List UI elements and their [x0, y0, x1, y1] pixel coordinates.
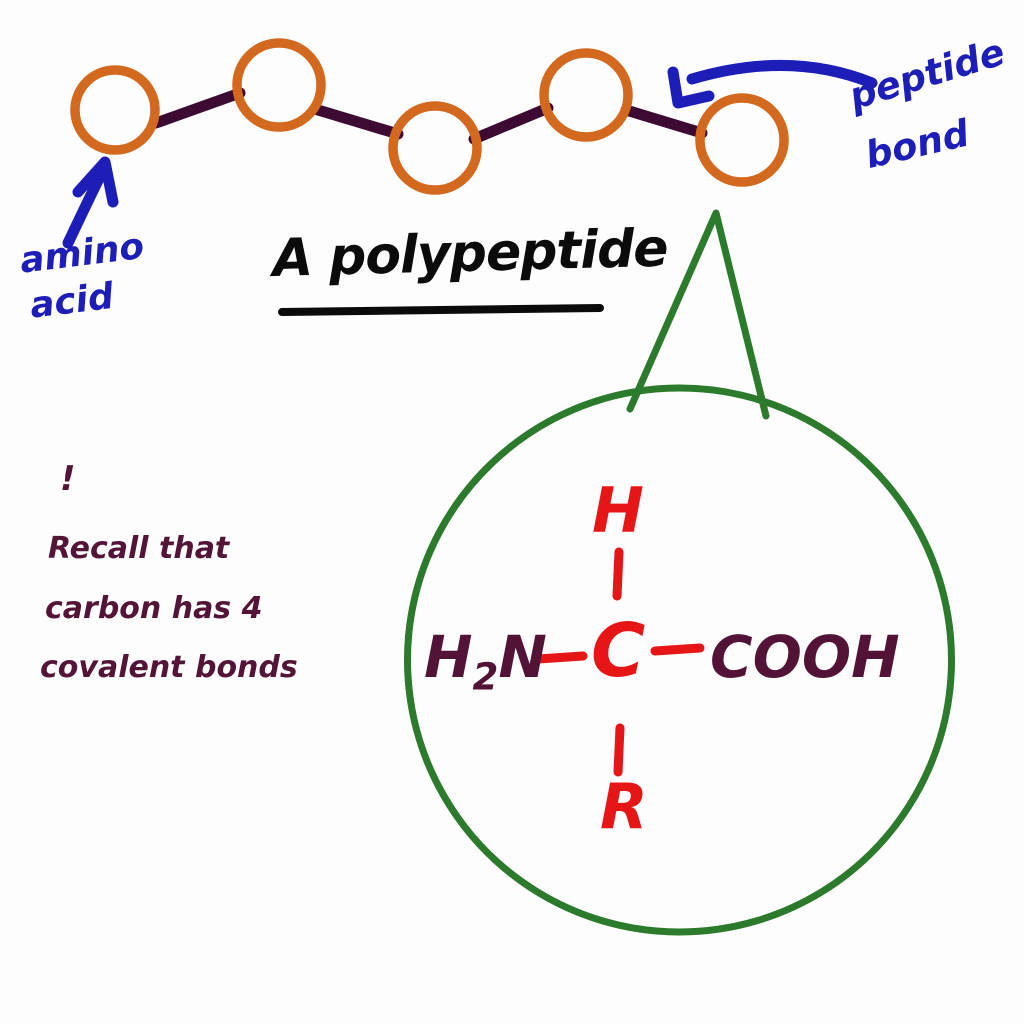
molecule-r-group: R	[600, 770, 648, 843]
magnifier-callout-pointer	[626, 209, 770, 420]
bond-c-to-h	[612, 547, 624, 601]
amino-acid-circles	[70, 38, 789, 195]
peptide-bond-arrow-shaft	[686, 60, 878, 89]
note-line-3: covalent bonds	[40, 650, 298, 685]
amino-acid-circle-1	[70, 65, 160, 155]
page-title: A polypeptide	[271, 218, 669, 289]
molecule-amino-group: H2N	[424, 627, 547, 698]
note-exclamation-marker: !	[60, 459, 76, 499]
peptide-bond-line-2	[312, 104, 404, 140]
peptide-bond-line-4	[620, 104, 708, 139]
amino-acid-circle-5	[695, 93, 789, 187]
peptide-bond-line-3	[468, 102, 554, 145]
amino-acid-arrow	[62, 156, 119, 249]
molecule-carboxyl-group: COOH	[710, 623, 900, 691]
magnifier-callout-circle	[404, 384, 955, 936]
amino-group-h: H	[424, 623, 473, 691]
bond-n-to-c	[533, 651, 588, 664]
amino-group-n: N	[498, 623, 547, 691]
note-line-1: Recall that	[48, 531, 230, 566]
amino-acid-circle-3	[388, 101, 482, 195]
molecule-hydrogen-top: H	[592, 474, 644, 547]
amino-acid-circle-4	[539, 48, 633, 142]
peptide-bond-arrow	[667, 60, 878, 109]
amino-group-subscript: 2	[472, 655, 499, 699]
peptide-bond-lines	[150, 87, 708, 145]
peptide-bond-arrow-head	[667, 66, 715, 109]
amino-acid-arrow-head	[72, 156, 119, 208]
peptide-bond-line-1	[150, 87, 246, 129]
molecule-carbon-center: C	[591, 608, 646, 694]
amino-acid-arrow-shaft	[62, 162, 110, 249]
bond-c-to-cooh	[650, 643, 705, 656]
amino-acid-circle-2	[232, 38, 326, 132]
magnifier-callout	[404, 209, 955, 936]
molecule-bonds	[533, 547, 705, 777]
bond-c-to-r	[613, 723, 625, 777]
note-line-2: carbon has 4	[45, 591, 263, 626]
title-underline	[278, 304, 604, 316]
